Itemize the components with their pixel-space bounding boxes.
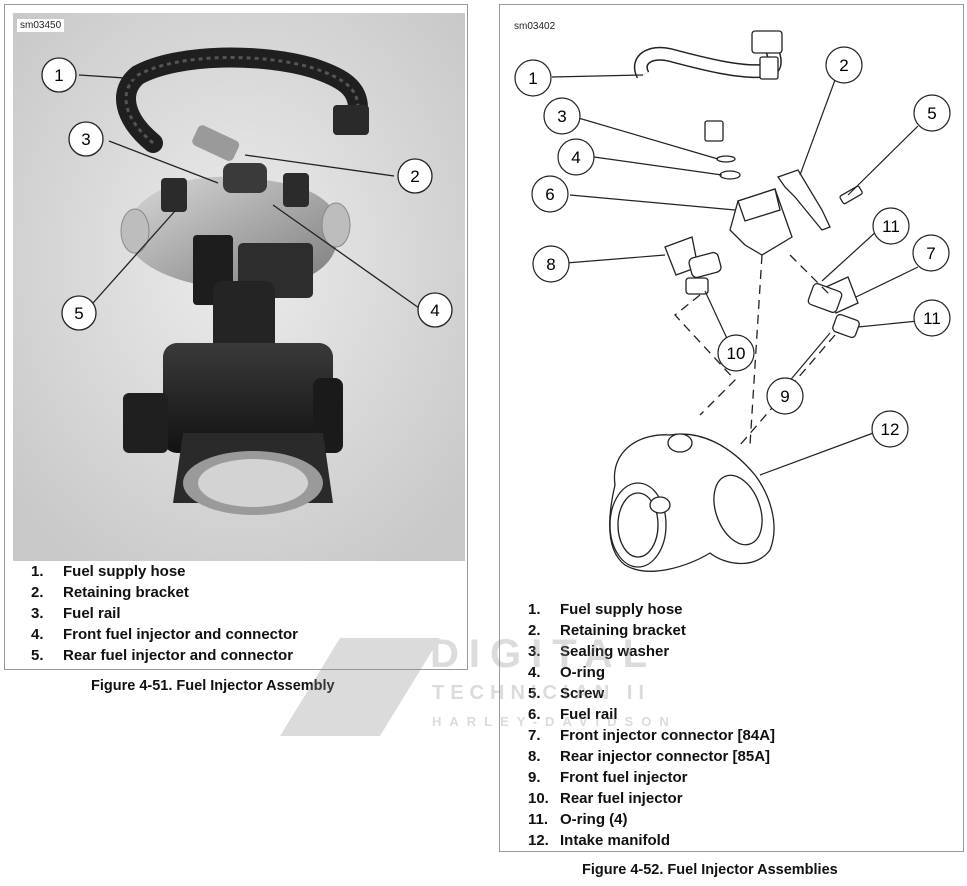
callout-7-label: 7 [926, 244, 935, 263]
legend-item: 12.Intake manifold [528, 832, 671, 849]
callout-11-upper-label: 11 [882, 217, 900, 236]
callout-11-upper [872, 207, 910, 245]
callout-5-label: 5 [927, 104, 936, 123]
callout-9 [766, 377, 804, 415]
figure-tag: sm03402 [514, 21, 556, 32]
figure-4-52-callouts: 1 2 3 4 5 6 7 8 9 10 11 11 12 [514, 46, 951, 448]
callout-8-label: 8 [546, 255, 555, 274]
callout-12 [871, 410, 909, 448]
callout-8 [532, 245, 570, 283]
callout-5 [61, 295, 97, 331]
figure-4-51-caption: Figure 4-51. Fuel Injector Assembly [91, 678, 335, 694]
callout-5 [913, 94, 951, 132]
legend-item: 4.Front fuel injector and connector [31, 626, 299, 643]
callout-10 [717, 334, 755, 372]
callout-9-label: 9 [780, 387, 789, 406]
callout-2 [825, 46, 863, 84]
legend-item: 11.O-ring (4) [528, 811, 628, 828]
figure-tag: sm03450 [17, 19, 65, 32]
callout-11-lower-label: 11 [923, 309, 941, 328]
callout-6 [531, 175, 569, 213]
legend-item: 10.Rear fuel injector [528, 790, 683, 807]
figure-4-52-panel: 1 2 3 4 5 6 7 8 9 10 11 11 12 sm03 [499, 4, 964, 852]
legend-item: 7.Front injector connector [84A] [528, 727, 776, 744]
callout-7 [912, 234, 950, 272]
legend-item: 8.Rear injector connector [85A] [528, 748, 771, 765]
callout-3 [68, 121, 104, 157]
fuel-injector-exploded-diagram: 1 2 3 4 5 6 7 8 9 10 11 11 12 [514, 30, 951, 572]
callout-4-label: 4 [430, 301, 439, 320]
callout-1 [514, 59, 552, 97]
callout-3-label: 3 [557, 107, 566, 126]
fuel-injector-assembly-photo: 1 3 2 4 5 [13, 13, 465, 561]
legend-item: 1.Fuel supply hose [31, 563, 186, 580]
callout-4 [417, 292, 453, 328]
figure-4-52-caption: Figure 4-52. Fuel Injector Assemblies [582, 862, 838, 878]
figure-4-51-legend: 1.Fuel supply hose 2.Retaining bracket 3… [31, 561, 298, 666]
legend-item: 4.O-ring [528, 664, 605, 681]
callout-1-label: 1 [54, 66, 63, 85]
callout-10-label: 10 [727, 344, 746, 363]
callout-6-label: 6 [545, 185, 554, 204]
legend-item: 6.Fuel rail [528, 706, 618, 723]
callout-12-label: 12 [881, 420, 900, 439]
legend-item: 9.Front fuel injector [528, 769, 688, 786]
legend-item: 2.Retaining bracket [31, 584, 189, 601]
legend-item: 3.Sealing washer [528, 643, 670, 660]
callout-1 [41, 57, 77, 93]
callout-1-label: 1 [528, 69, 537, 88]
legend-item: 1.Fuel supply hose [528, 601, 683, 618]
legend-item: 3.Fuel rail [31, 605, 121, 622]
legend-item: 2.Retaining bracket [528, 622, 686, 639]
callout-3-label: 3 [81, 130, 90, 149]
figure-4-52-legend: 1.Fuel supply hose 2.Retaining bracket 3… [528, 599, 775, 851]
figure-4-51-callouts: 1 3 2 4 5 [41, 57, 453, 331]
callout-2-label: 2 [410, 167, 419, 186]
legend-item: 5.Rear fuel injector and connector [31, 647, 294, 664]
callout-2 [397, 158, 433, 194]
callout-2-label: 2 [839, 56, 848, 75]
callout-4-label: 4 [571, 148, 580, 167]
callout-11-lower [913, 299, 951, 337]
legend-item: 5.Screw [528, 685, 605, 702]
callout-3 [543, 97, 581, 135]
callout-4 [557, 138, 595, 176]
callout-5-label: 5 [74, 304, 83, 323]
figure-4-51-panel: 1 3 2 4 5 sm03450 1.Fuel supply hose 2.R… [4, 4, 468, 670]
